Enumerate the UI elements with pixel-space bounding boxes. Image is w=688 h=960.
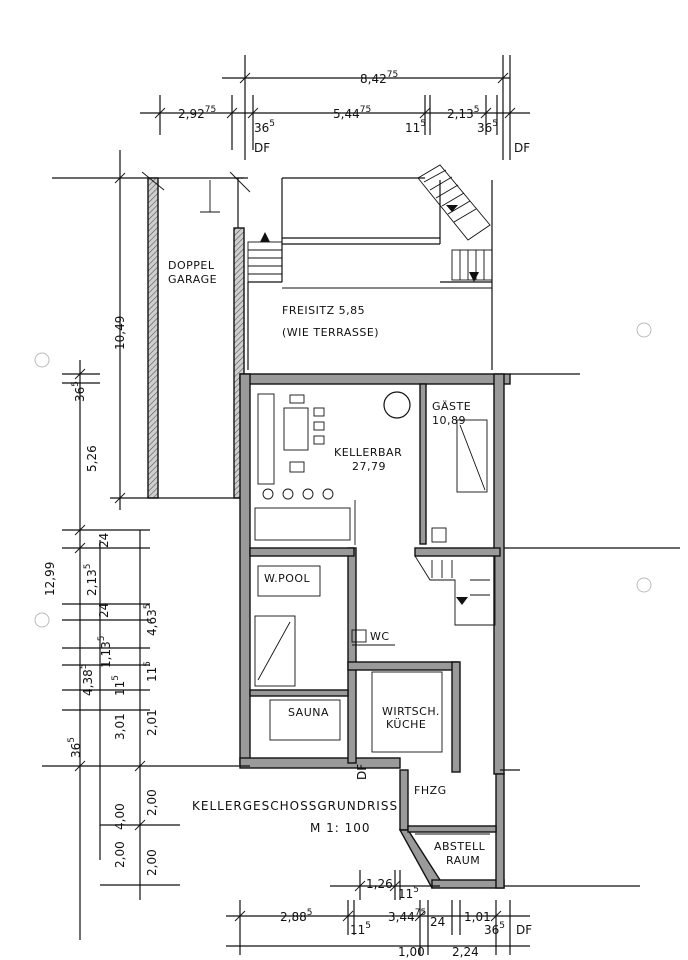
freisitz-label: FREISITZ 5,85 — [282, 304, 365, 317]
dim-top-a: 2,9275 — [178, 105, 216, 121]
dim-left-4385: 4,385 — [79, 664, 95, 696]
dim-top-f: 365 — [477, 119, 498, 135]
gaeste-label: GÄSTE — [432, 400, 471, 413]
dim-top-total: 8,4275 — [360, 70, 398, 86]
label-df-top-left: DF — [254, 141, 270, 155]
dim-bot-24: 24 — [430, 915, 445, 929]
dim-bot-365: 365 — [484, 921, 505, 937]
dim-left-24b: 24 — [97, 603, 111, 618]
dim-left-1049: 10,49 — [113, 316, 127, 350]
label-df-mid: DF — [355, 764, 369, 780]
dim-left-2135: 2,135 — [83, 564, 99, 596]
dim-bot-224: 2,24 — [452, 945, 479, 959]
wirtsch-label-2: KÜCHE — [386, 718, 426, 731]
dim-bot-100: 1,00 — [398, 945, 425, 959]
fhzg-label: FHZG — [414, 784, 447, 797]
kellerbar-label: KELLERBAR — [334, 446, 402, 459]
dim-top-e: 115 — [405, 119, 426, 135]
dim-left-365a: 365 — [71, 381, 87, 402]
garage-label-2: GARAGE — [168, 273, 217, 286]
dim-bot-34475: 3,4475 — [388, 908, 426, 924]
basement-walls — [239, 373, 511, 890]
dim-bot-2885: 2,885 — [280, 908, 312, 924]
dim-bot-115: 115 — [398, 885, 419, 901]
dim-bot-126: 1,26 — [366, 877, 393, 891]
dim-top-c: 2,135 — [447, 105, 479, 121]
drawing-scale: M 1: 100 — [310, 821, 371, 835]
sauna-label: SAUNA — [288, 706, 329, 719]
label-df-top-right: DF — [514, 141, 530, 155]
punch-hole — [636, 322, 652, 338]
dim-bot-101: 1,01 — [464, 910, 491, 924]
dim-left-1299: 12,99 — [43, 562, 57, 596]
punch-hole — [34, 612, 50, 628]
top-dimension-lines — [140, 55, 530, 160]
dim-bot-115b: 115 — [350, 921, 371, 937]
punch-hole — [34, 352, 50, 368]
dim-left-200a: 2,00 — [145, 789, 159, 816]
dim-left-1135: 1,135 — [97, 636, 113, 668]
right-extension-lines — [500, 373, 680, 887]
dim-left-301: 3,01 — [113, 713, 127, 740]
abstell-label: ABSTELL — [434, 840, 486, 853]
bottom-dimension-lines — [226, 870, 530, 955]
punch-hole — [636, 577, 652, 593]
kellerbar-area: 27,79 — [352, 460, 386, 473]
dim-left-115a: 115 — [111, 675, 127, 696]
label-df-bottom: DF — [516, 923, 532, 937]
outdoor-stairs — [247, 164, 493, 370]
left-dimension-lines — [42, 150, 250, 940]
dim-left-200c: 2,00 — [145, 849, 159, 876]
dim-left-400: 4,00 — [113, 803, 127, 830]
wc-label: WC — [370, 630, 390, 643]
wirtsch-label: WIRTSCH. — [382, 705, 440, 718]
dim-left-200b: 2,00 — [113, 841, 127, 868]
abstell-label-2: RAUM — [446, 854, 480, 867]
dim-left-115b: 115 — [143, 661, 159, 682]
dim-top-d: 365 — [254, 119, 275, 135]
garage-label: DOPPEL — [168, 259, 215, 272]
dim-left-4635: 4,635 — [143, 604, 159, 636]
dim-top-b: 5,4475 — [333, 105, 371, 121]
dim-left-201: 2,01 — [145, 709, 159, 736]
freisitz-label-2: (WIE TERRASSE) — [282, 326, 379, 339]
gaeste-area: 10,89 — [432, 414, 466, 427]
dim-left-24a: 24 — [97, 533, 111, 548]
garage — [140, 171, 251, 499]
drawing-title: KELLERGESCHOSSGRUNDRISS — [192, 799, 398, 813]
interior-fittings — [254, 391, 496, 835]
dim-left-526: 5,26 — [85, 445, 99, 472]
dim-left-365b: 365 — [67, 737, 83, 758]
wpool-label: W.POOL — [264, 572, 311, 585]
